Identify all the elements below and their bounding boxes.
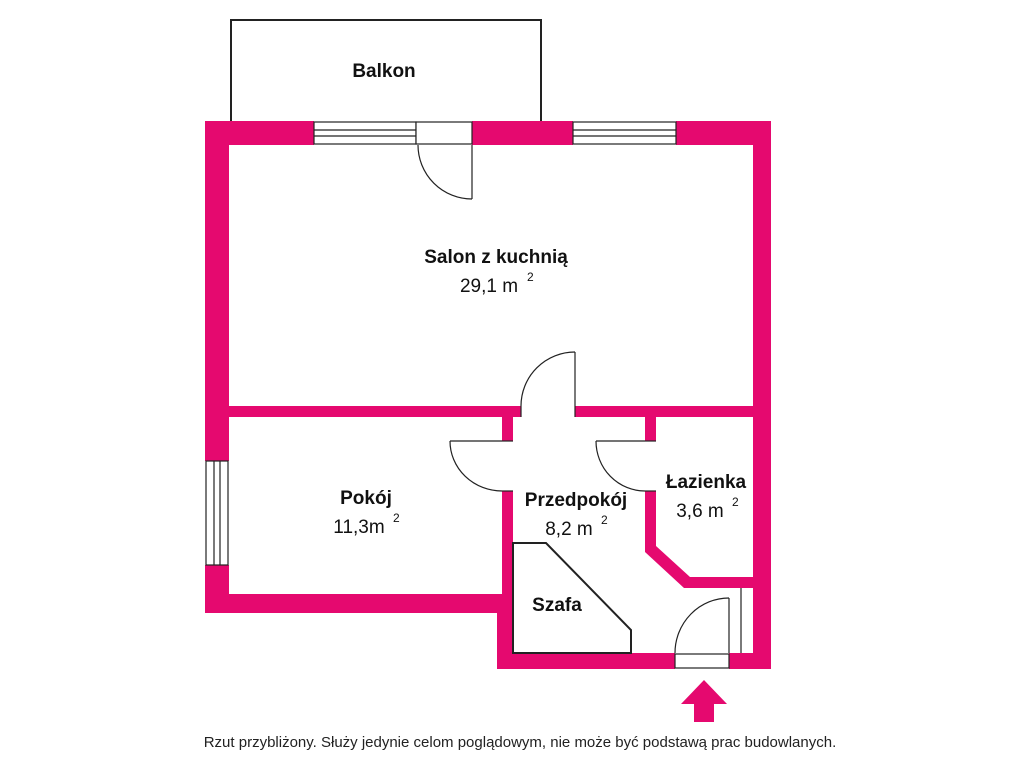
wall-bottom-hall-right [729, 653, 771, 669]
wall-bath-left-upper [645, 417, 656, 441]
door-salon-swing [520, 351, 576, 407]
balcony-outline [230, 19, 542, 121]
area-pokoj-unit: 2 [393, 511, 400, 525]
area-przedpokoj-unit: 2 [601, 513, 608, 527]
area-salon: 29,1 m [460, 276, 518, 297]
label-przedpokoj: Przedpokój [525, 490, 627, 511]
door-pokoj-swing [449, 440, 503, 492]
wall-bottom-hall-left [497, 653, 675, 669]
label-balkon: Balkon [352, 61, 415, 82]
walls [205, 121, 771, 669]
doors [415, 121, 742, 669]
wall-left-upper [205, 121, 229, 461]
door-entrance-swing [674, 597, 730, 654]
wall-pokoj-hall-lower [502, 491, 513, 594]
door-entrance-opening [674, 653, 730, 669]
label-szafa: Szafa [532, 595, 582, 616]
door-lazienka-swing [595, 440, 646, 492]
area-lazienka-unit: 2 [732, 495, 739, 509]
label-pokoj: Pokój [340, 488, 392, 509]
wall-right [753, 121, 771, 669]
door-balcony-opening [415, 121, 473, 145]
area-salon-unit: 2 [527, 270, 534, 284]
windows [205, 121, 677, 566]
wall-pokoj-hall-upper [502, 417, 513, 441]
area-lazienka: 3,6 m [676, 501, 724, 522]
door-balcony-swing [417, 144, 473, 200]
wardrobe [512, 542, 632, 654]
label-lazienka: Łazienka [666, 472, 747, 493]
window-left [205, 460, 229, 566]
wall-hall-left [497, 594, 513, 669]
area-przedpokoj: 8,2 m [545, 519, 593, 540]
wall-salon-pokoj [229, 406, 521, 417]
area-pokoj: 11,3m [333, 517, 384, 538]
label-salon: Salon z kuchnią [424, 247, 568, 268]
wall-bottom-pokoj [205, 594, 516, 613]
window-top-right [572, 121, 677, 145]
entrance-arrow-icon [681, 680, 727, 722]
wall-bath-diagonal [645, 491, 753, 588]
wall-top-middle [472, 121, 573, 145]
disclaimer-caption: Rzut przybliżony. Służy jedynie celom po… [204, 734, 837, 751]
wall-salon-lazienka [575, 406, 753, 417]
window-top-left [313, 121, 417, 145]
